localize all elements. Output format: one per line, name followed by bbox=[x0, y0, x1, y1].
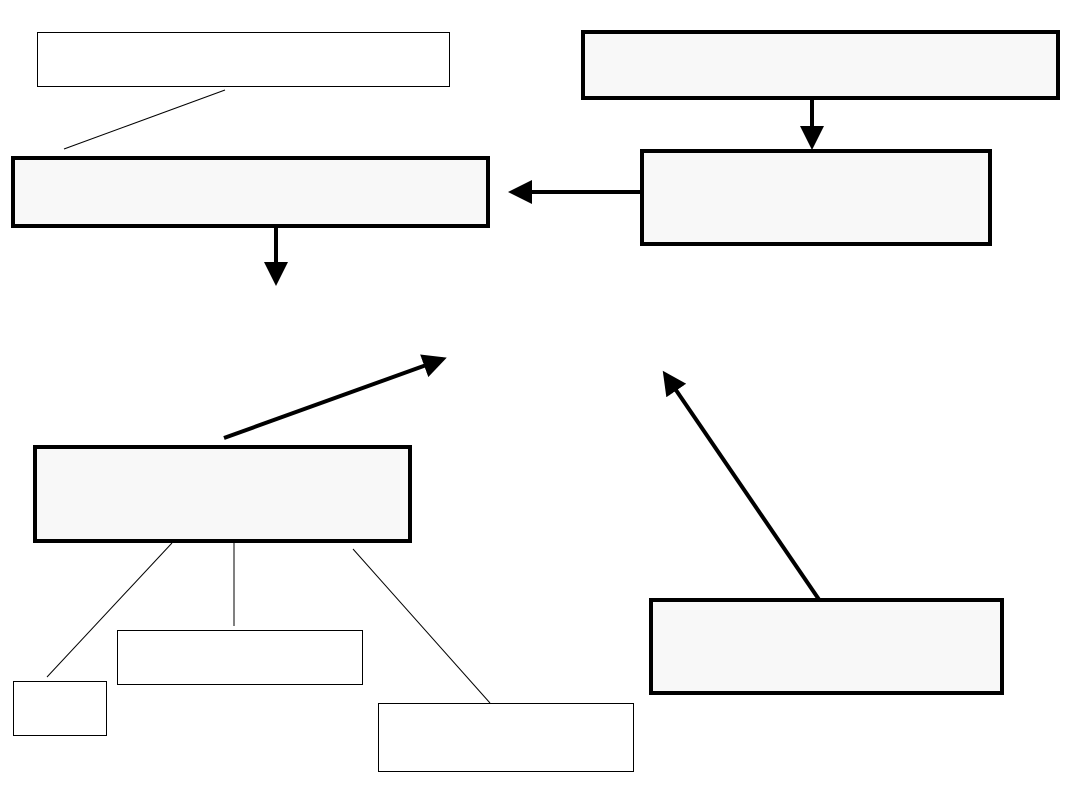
middle-left-box bbox=[11, 156, 490, 228]
lower-left-box bbox=[33, 445, 412, 543]
arrow-lower-left-to-center bbox=[223, 354, 447, 440]
arrow-bottom-right-to-center bbox=[662, 370, 822, 603]
top-left-note-box bbox=[37, 32, 450, 87]
note-leader-top-left bbox=[63, 89, 226, 150]
bottom-right-box bbox=[649, 598, 1004, 695]
right-note-box bbox=[378, 703, 634, 772]
top-right-box bbox=[581, 30, 1060, 100]
middle-note-box bbox=[117, 630, 363, 685]
note-leader-lower-left-right bbox=[352, 548, 491, 704]
small-note-box bbox=[13, 681, 107, 736]
middle-right-box bbox=[640, 149, 992, 246]
